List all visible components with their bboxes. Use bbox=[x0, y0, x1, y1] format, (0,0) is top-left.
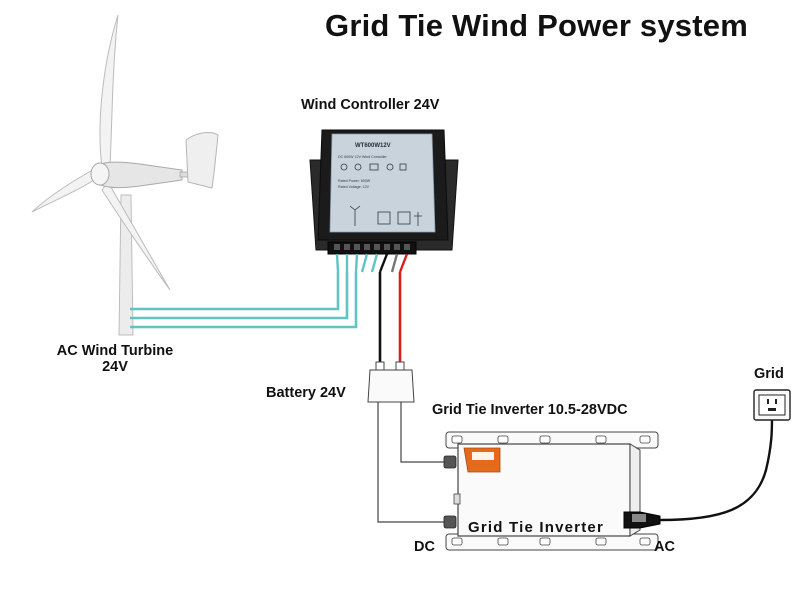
turbine-label: AC Wind Turbine 24V bbox=[30, 343, 200, 375]
battery-label: Battery 24V bbox=[266, 385, 346, 401]
inverter-dc-connectors bbox=[444, 456, 456, 528]
turbine-blade bbox=[102, 182, 170, 290]
wind-controller: WT600W12V DC 600W 12V Wind Controller Ra… bbox=[310, 130, 458, 272]
dc-connector-lower bbox=[444, 516, 456, 528]
battery bbox=[368, 362, 414, 402]
controller-terminal-block bbox=[328, 242, 416, 254]
controller-model: WT600W12V bbox=[355, 143, 391, 149]
turbine-tail-vane bbox=[186, 133, 218, 188]
diagram-title: Grid Tie Wind Power system bbox=[325, 8, 748, 44]
turbine-label-line1: AC Wind Turbine bbox=[30, 343, 200, 359]
grid-tie-inverter: Grid Tie Inverter bbox=[444, 432, 660, 550]
controller-line: DC 600W 12V Wind Controller bbox=[338, 155, 388, 159]
controller-line: Rated Power: 600W bbox=[338, 179, 371, 183]
battery-wires bbox=[380, 272, 400, 368]
controller-line: Rated Voltage: 12V bbox=[338, 185, 370, 189]
turbine-label-line2: 24V bbox=[30, 359, 200, 375]
socket-face bbox=[759, 395, 785, 415]
inverter-dc-wires bbox=[378, 402, 446, 522]
wind-turbine bbox=[32, 15, 218, 335]
controller-label: Wind Controller 24V bbox=[301, 97, 439, 113]
grid-socket bbox=[754, 390, 790, 420]
turbine-hub bbox=[91, 163, 109, 185]
turbine-blade bbox=[32, 168, 100, 212]
controller-stub-wires bbox=[337, 254, 407, 272]
inverter-ac-connector bbox=[624, 512, 660, 528]
battery-terminal bbox=[376, 362, 384, 370]
inverter-switch bbox=[454, 494, 460, 504]
dc-connector-upper bbox=[444, 456, 456, 468]
battery-terminal bbox=[396, 362, 404, 370]
ac-label: AC bbox=[654, 539, 675, 555]
grid-ac-cable bbox=[660, 418, 772, 520]
dc-label: DC bbox=[414, 539, 435, 555]
inverter-body-text: Grid Tie Inverter bbox=[468, 519, 604, 536]
battery-body bbox=[368, 370, 414, 402]
turbine-blade bbox=[100, 15, 118, 168]
inverter-label: Grid Tie Inverter 10.5-28VDC bbox=[432, 402, 628, 418]
grid-label: Grid bbox=[754, 366, 784, 382]
inverter-logo bbox=[464, 448, 500, 472]
